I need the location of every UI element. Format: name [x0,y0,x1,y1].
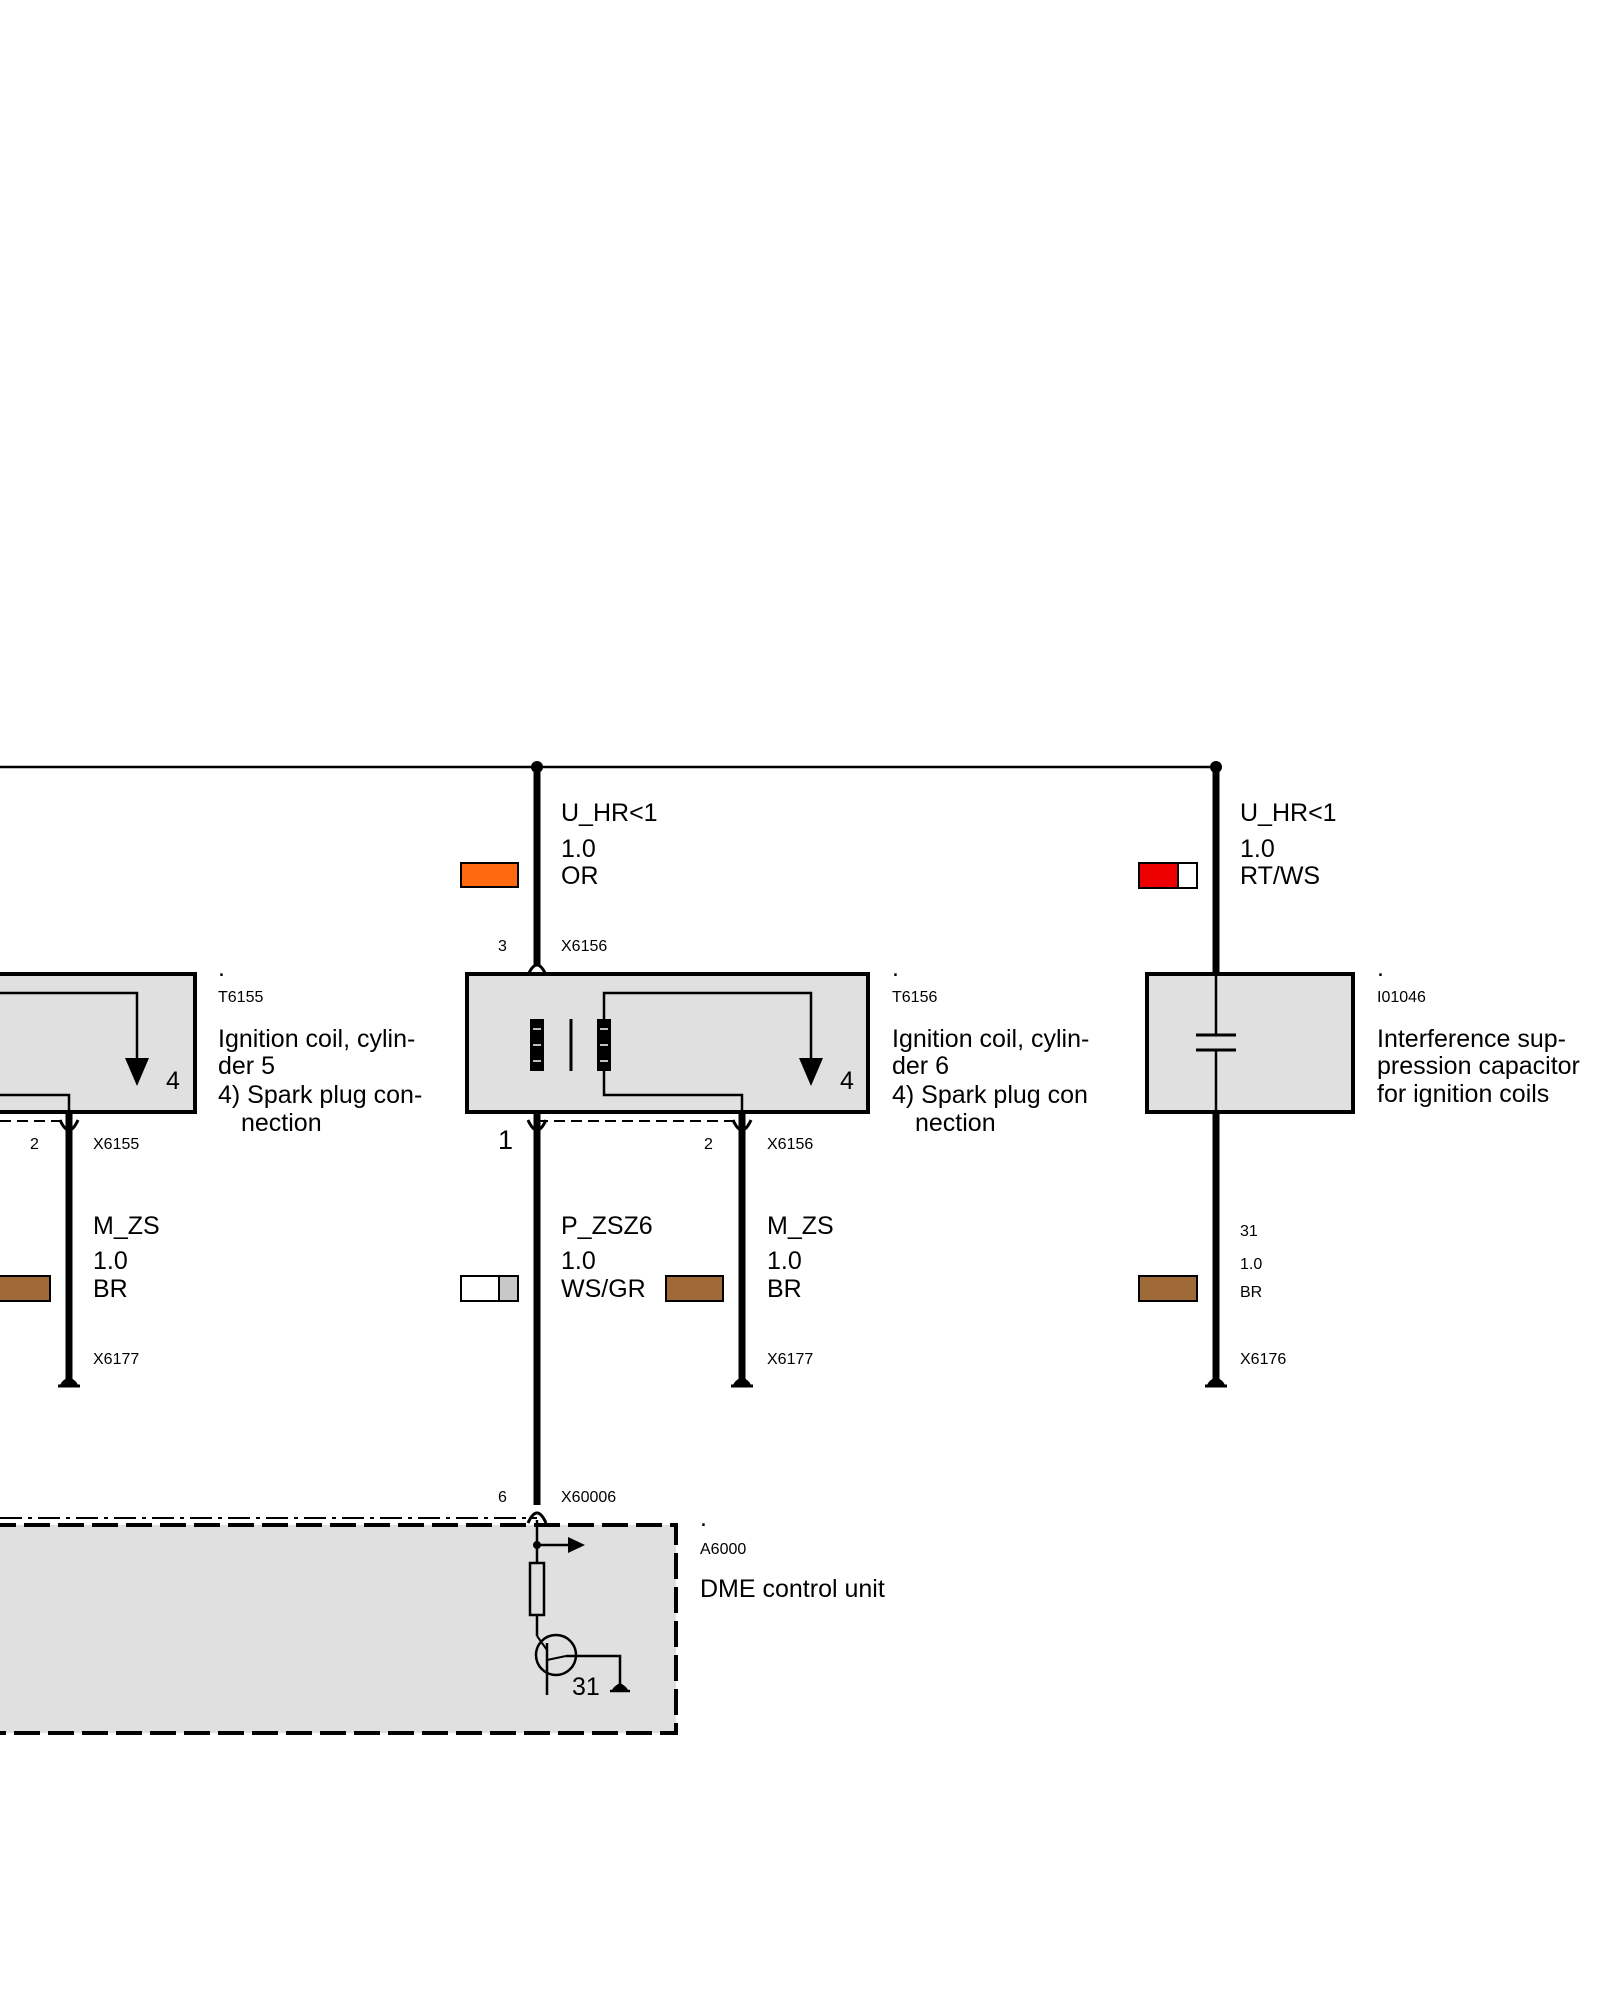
capacitor-name: pression capacitor [1377,1052,1580,1080]
wire-size-label: 1.0 [1240,835,1275,863]
coil6-name: der 6 [892,1052,949,1080]
ground-symbol [733,1377,751,1385]
coil6-spark-lead [602,991,813,1065]
wire-color-swatch-ws [1177,862,1198,889]
dme-box [0,1523,678,1735]
ground-symbol [1207,1377,1225,1385]
ground-symbol [60,1377,78,1385]
capacitor-name: for ignition coils [1377,1080,1549,1108]
connector-id: X6156 [561,938,607,955]
wire-signal-label: U_HR<1 [561,799,658,827]
coil6-secondary-return [602,1071,744,1112]
connector-hook-dme [526,1511,548,1524]
wire-color-label: WS/GR [561,1275,646,1303]
coil5-name: der 5 [218,1052,275,1080]
pin-number: 2 [30,1136,39,1153]
ground-connector-id: X6177 [93,1351,139,1368]
coil5-pin-4: 4 [166,1067,180,1095]
wire-size-label: 1.0 [93,1247,128,1275]
connector-id: X6155 [93,1136,139,1153]
dme-ground-lead [566,1654,622,1687]
dme-ground-label: 31 [572,1673,600,1701]
pin-number: 2 [704,1136,713,1153]
ground-connector-id: X6176 [1240,1351,1286,1368]
wire-color-label: OR [561,862,599,890]
coil6-name: Ignition coil, cylin- [892,1025,1089,1053]
coil6-note: 4) Spark plug con [892,1081,1088,1109]
dme-output-arrow [568,1537,585,1553]
coil6-note: nection [915,1109,996,1137]
wire-size-label: 1.0 [1240,1256,1262,1273]
coil6-dot: . [892,954,899,982]
coil5-secondary-return [0,1093,71,1112]
dme-transistor-emitter [546,1655,567,1661]
capacitor-id: I01046 [1377,989,1426,1006]
ground-symbol [612,1683,628,1690]
wire-color-swatch-gr [498,1275,519,1302]
coil6-pin-4: 4 [840,1067,854,1095]
wire-color-label: BR [767,1275,802,1303]
coil5-box [0,972,197,1114]
wire-signal-label: P_ZSZ6 [561,1212,653,1240]
wire-color-label: BR [93,1275,128,1303]
coil5-spark-arrow [125,1058,149,1086]
capacitor-name: Interference sup- [1377,1025,1566,1053]
wire-signal-label: M_ZS [767,1212,834,1240]
coil5-id: T6155 [218,989,263,1006]
pin-number: 3 [498,938,507,955]
pin-number: 1 [498,1125,513,1155]
wire-size-label: 1.0 [561,1247,596,1275]
wire-color-swatch-ws [460,1275,500,1302]
wire-size-label: 1.0 [767,1247,802,1275]
coil5-dot: . [218,954,225,982]
wire-color-label: RT/WS [1240,862,1320,890]
coil5-spark-lead [0,991,139,1065]
pin-number: 6 [498,1489,507,1506]
wire-signal-label: U_HR<1 [1240,799,1337,827]
coil6-box [465,972,870,1114]
ground-connector-id: X6177 [767,1351,813,1368]
capacitor-dot: . [1377,954,1384,982]
coil5-note: 4) Spark plug con- [218,1081,422,1109]
wire-signal-label: M_ZS [93,1212,160,1240]
connector-id: X6156 [767,1136,813,1153]
dme-dot: . [700,1504,707,1532]
coil5-note: nection [241,1109,322,1137]
dme-resistor [528,1561,546,1617]
capacitor-box [1145,972,1355,1114]
wire-signal-label: 31 [1240,1223,1258,1240]
connector-id: X60006 [561,1489,616,1506]
dme-name: DME control unit [700,1575,885,1603]
wire-color-swatch-br [0,1275,51,1302]
wire-color-swatch-br [1138,1275,1198,1302]
coil6-id: T6156 [892,989,937,1006]
dme-id: A6000 [700,1541,746,1558]
wire-color-swatch-rt [1138,862,1179,889]
dme-transistor-collector [536,1635,548,1651]
coil6-spark-arrow [799,1058,823,1086]
wire-size-label: 1.0 [561,835,596,863]
coil5-name: Ignition coil, cylin- [218,1025,415,1053]
wire-color-swatch-or [460,862,519,888]
wire-color-swatch-br [665,1275,724,1302]
wire-color-label: BR [1240,1284,1262,1301]
